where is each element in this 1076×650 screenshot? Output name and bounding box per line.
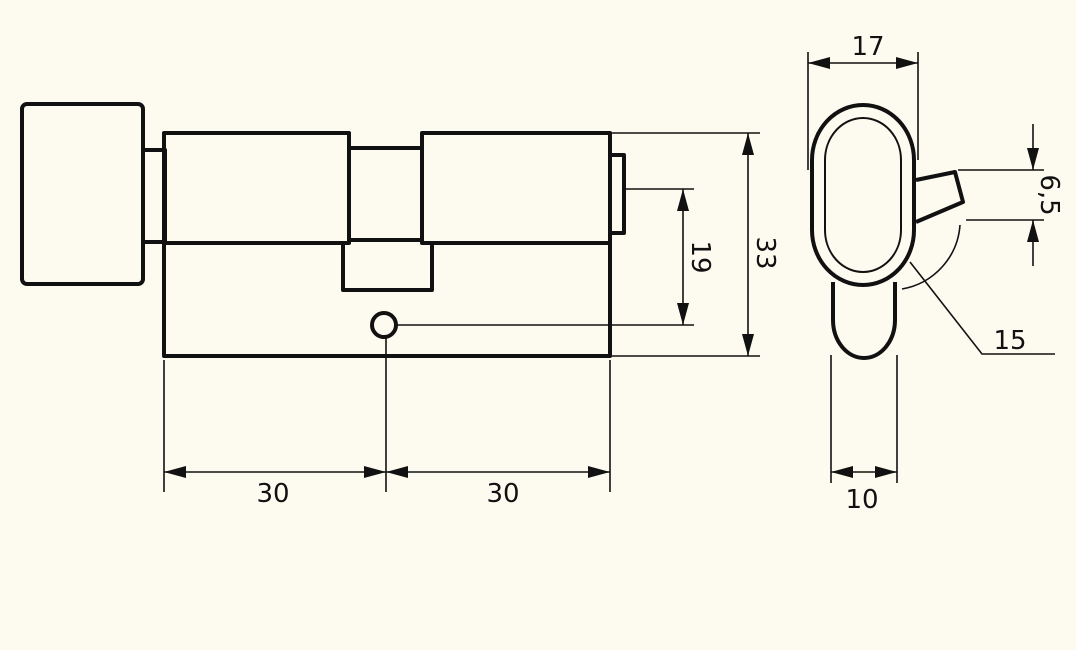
- thumb-turn-knob: [20, 102, 145, 286]
- knob-spindle: [141, 148, 167, 244]
- cam: [915, 170, 965, 224]
- dimension-label-6-5: 6,5: [1034, 174, 1064, 215]
- dimension-label-19: 19: [685, 240, 715, 273]
- dimension-label-right-30: 30: [486, 479, 519, 509]
- cam-radius-leader: [909, 261, 1055, 355]
- right-cylinder: [420, 131, 612, 245]
- left-cylinder: [162, 131, 351, 245]
- dimension-label-33: 33: [750, 236, 780, 269]
- cam-radius-arc: [901, 224, 961, 290]
- dimension-label-17: 17: [851, 32, 884, 62]
- key-face: [608, 153, 626, 235]
- side-view: [20, 102, 626, 358]
- knob-inner-oval: [824, 117, 902, 273]
- dimension-label-left-30: 30: [256, 479, 289, 509]
- cam-gap: [347, 146, 424, 242]
- lower-body: [162, 243, 612, 358]
- cam-notch: [341, 243, 434, 292]
- profile-lower: [831, 282, 897, 360]
- end-dimensions: [807, 52, 1044, 483]
- side-dimensions: [163, 132, 760, 492]
- dimension-label-15: 15: [993, 326, 1026, 356]
- end-view: [810, 103, 1055, 360]
- fixing-screw-hole: [370, 311, 398, 339]
- dimension-label-10: 10: [845, 485, 878, 515]
- knob-outer-oval: [810, 103, 916, 287]
